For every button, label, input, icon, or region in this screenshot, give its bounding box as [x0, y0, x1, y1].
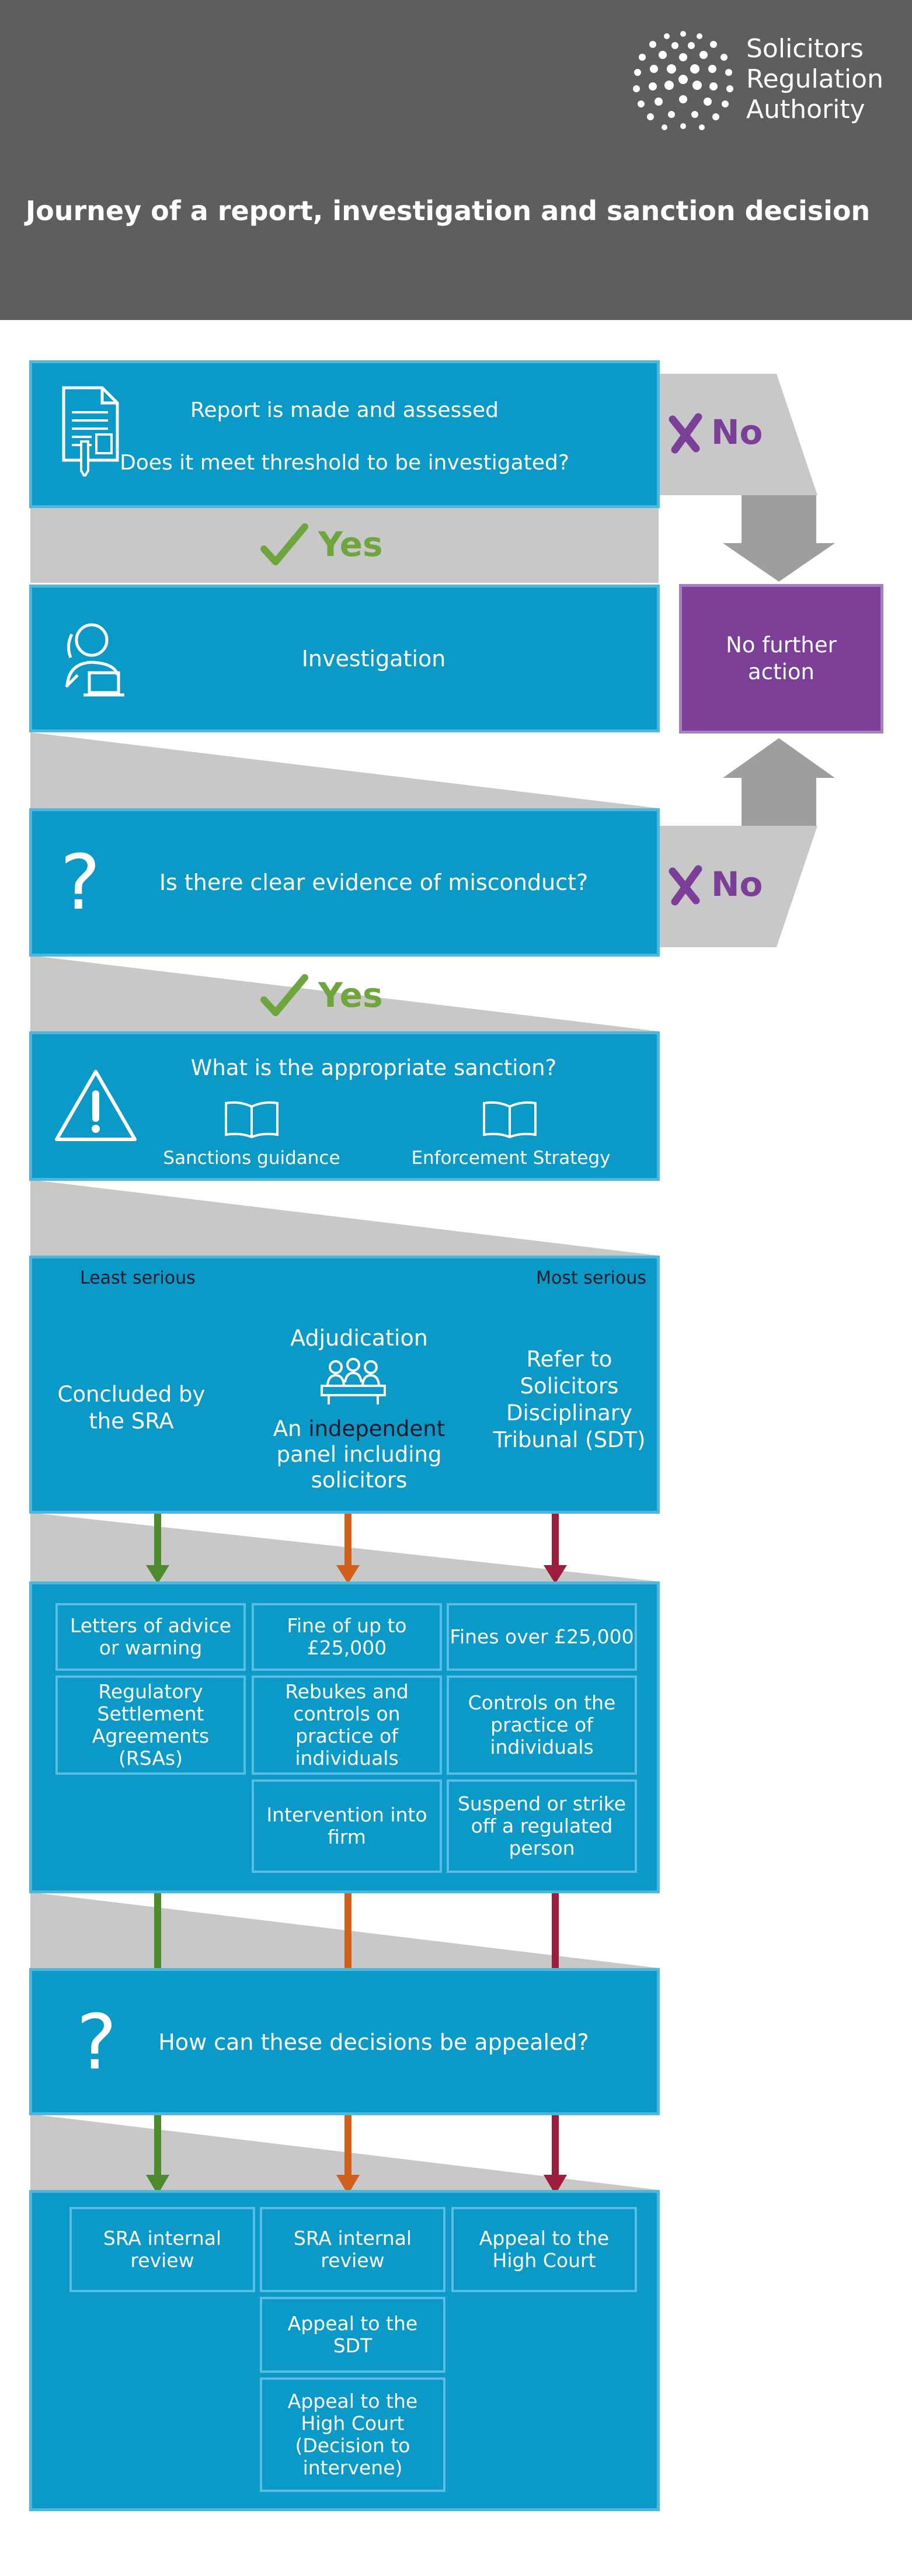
sra-logo-icon [633, 31, 733, 130]
appeal-item: Appeal to the High Court [451, 2207, 637, 2292]
down-arrow [723, 495, 835, 582]
appeal-item: Appeal to the SDT [260, 2297, 445, 2373]
sanctions-guidance-label: Sanctions guidance [163, 1148, 340, 1169]
refer-to-sdt-label: Refer to Solicitors Disciplinary Tribuna… [493, 1347, 646, 1452]
no-further-action-label: No further action [726, 632, 837, 684]
outcome-item: Regulatory Settlement Agreements (RSAs) [55, 1675, 246, 1775]
outcome-item: Suspend or strike off a regulated person [447, 1779, 637, 1873]
cross-icon [669, 413, 702, 454]
yes-label: Yes [318, 524, 383, 564]
sanction-box: What is the appropriate sanction? Sancti… [29, 1031, 660, 1181]
appeal-item: SRA internal review [69, 2207, 255, 2292]
warning-icon [55, 1070, 137, 1141]
sanction-label: What is the appropriate sanction? [190, 1055, 557, 1080]
most-serious-label: Most serious [536, 1268, 646, 1288]
appeals-box: SRA internal review SRA internal review … [29, 2190, 660, 2511]
logo-text: Solicitors Regulation Authority [746, 34, 883, 125]
no-connector-shape [660, 826, 817, 947]
investigation-box: Investigation [29, 585, 660, 732]
green-arrow-3 [146, 2114, 169, 2195]
document-icon [62, 386, 119, 477]
report-line2: Does it meet threshold to be investigate… [120, 451, 569, 475]
outcome-item: Fines over £25,000 [447, 1603, 637, 1671]
up-arrow [723, 738, 835, 826]
no-further-action-box: No further action [679, 584, 883, 733]
connector-band [30, 732, 659, 808]
red-arrow-3 [544, 2114, 567, 2195]
book-icon [483, 1101, 537, 1139]
outcome-item: Intervention into firm [252, 1779, 442, 1873]
logo-line: Authority [746, 95, 865, 124]
book-icon [225, 1101, 279, 1139]
appeal-item: SRA internal review [260, 2207, 445, 2292]
question-icon: ? [76, 1998, 117, 2087]
appeal-label: How can these decisions be appealed? [158, 2029, 589, 2055]
panel-prefix: An [273, 1416, 302, 1441]
outcomes-box: Letters of advice or warning Regulatory … [29, 1581, 660, 1893]
outcome-item: Letters of advice or warning [55, 1603, 246, 1671]
adjudication-label: Adjudication [290, 1325, 428, 1351]
seriousness-box: Least serious Most serious Concluded by … [29, 1256, 660, 1514]
green-arrow-1 [146, 1511, 169, 1584]
investigation-label: Investigation [301, 646, 446, 672]
logo-line: Regulation [746, 64, 883, 94]
red-arrow-1 [544, 1511, 567, 1584]
evidence-label: Is there clear evidence of misconduct? [159, 870, 589, 895]
panel-highlight: independent [308, 1416, 445, 1441]
no-label: No [711, 412, 763, 452]
person-laptop-icon [65, 623, 124, 697]
header: Solicitors Regulation Authority Journey … [0, 0, 912, 320]
outcome-item: Fine of up to £25,000 [252, 1603, 442, 1671]
check-icon [260, 523, 308, 565]
check-icon [260, 974, 308, 1016]
outcome-item: Controls on the practice of individuals [447, 1675, 637, 1775]
appeal-box: ? How can these decisions be appealed? [29, 1968, 660, 2115]
panel-people-icon [321, 1358, 386, 1405]
orange-arrow-1 [336, 1511, 360, 1584]
least-serious-label: Least serious [80, 1268, 196, 1288]
red-line-2 [552, 1892, 559, 1968]
green-line-2 [154, 1892, 161, 1968]
concluded-by-sra-label: Concluded by the SRA [57, 1382, 206, 1434]
no-connector-shape [660, 374, 817, 495]
yes-label: Yes [318, 975, 383, 1015]
evidence-box: ? Is there clear evidence of misconduct? [29, 808, 660, 957]
connector-band [30, 507, 659, 583]
appeal-item: Appeal to the High Court (Decision to in… [260, 2377, 445, 2492]
outcome-item: Rebukes and controls on practice of indi… [252, 1675, 442, 1775]
page-title: Journey of a report, investigation and s… [26, 195, 871, 227]
connector-band [30, 1180, 659, 1256]
report-line1: Report is made and assessed [190, 398, 499, 422]
independent-panel-text: An independent panel including solicitor… [242, 1416, 476, 1493]
connector-band [30, 955, 659, 1031]
panel-rest: panel including solicitors [276, 1442, 442, 1493]
logo-line: Solicitors [746, 34, 864, 64]
enforcement-strategy-label: Enforcement Strategy [411, 1148, 611, 1169]
orange-arrow-3 [336, 2114, 360, 2195]
orange-line-2 [344, 1892, 351, 1968]
cross-icon [669, 865, 702, 906]
no-label: No [711, 864, 763, 904]
report-box: Report is made and assessed Does it meet… [29, 360, 660, 508]
question-icon: ? [60, 838, 100, 927]
